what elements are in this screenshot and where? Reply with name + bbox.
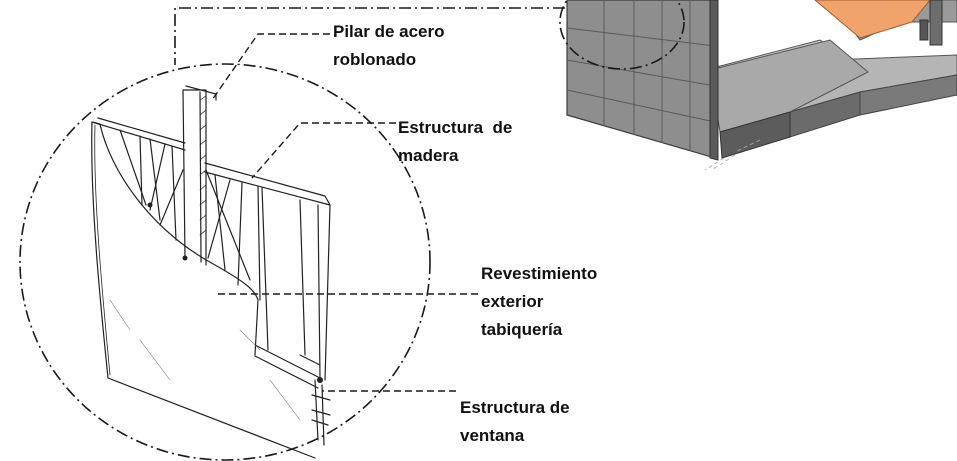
label-revest-line1: Revestimiento xyxy=(481,264,598,283)
steel-column-2 xyxy=(919,19,929,41)
label-revest-line3: tabiquería xyxy=(481,320,563,339)
label-revestimiento: Revestimiento exterior tabiquería xyxy=(481,260,597,344)
grid-wall-edge xyxy=(709,0,719,161)
window-frame xyxy=(254,199,331,389)
small-callout-circle xyxy=(559,0,685,70)
wall-sketch xyxy=(91,85,331,459)
orange-panel xyxy=(814,0,931,39)
label-pilar-line2: roblonado xyxy=(333,50,417,69)
label-estructura-ventana: Estructura de ventana xyxy=(460,394,570,450)
timber-top-beam xyxy=(91,117,331,206)
grid-wall xyxy=(566,0,716,159)
window-structure-lower xyxy=(311,379,331,446)
truss-right xyxy=(205,169,269,351)
column-hatching xyxy=(199,95,207,236)
label-ventana-line1: Estructura de xyxy=(460,398,570,417)
leader-lines xyxy=(211,33,478,392)
truss-left xyxy=(119,129,184,241)
steel-column-sketch xyxy=(182,85,217,266)
label-madera-line1: Estructura de xyxy=(398,118,513,137)
label-pilar-acero: Pilar de acero roblonado xyxy=(333,18,445,74)
ground-guide-lines xyxy=(704,139,761,171)
label-estructura-madera: Estructura de madera xyxy=(398,114,512,170)
sketch-shading xyxy=(109,299,301,421)
step-slab-front xyxy=(719,111,791,159)
callout-connector xyxy=(174,7,565,65)
label-madera-line2: madera xyxy=(398,146,459,165)
leader-madera xyxy=(251,122,396,179)
building-model xyxy=(566,0,957,171)
ground-slab-side-2 xyxy=(859,74,957,116)
callout-geometry xyxy=(19,0,685,461)
cut-curve xyxy=(99,123,259,356)
large-callout-circle xyxy=(19,63,431,461)
label-pilar-line1: Pilar de acero xyxy=(333,22,445,41)
grid-wall-lines xyxy=(566,0,716,151)
leader-pilar xyxy=(211,33,330,101)
steel-column xyxy=(929,0,943,46)
label-revest-line2: exterior xyxy=(481,292,544,311)
label-ventana-line2: ventana xyxy=(460,426,525,445)
